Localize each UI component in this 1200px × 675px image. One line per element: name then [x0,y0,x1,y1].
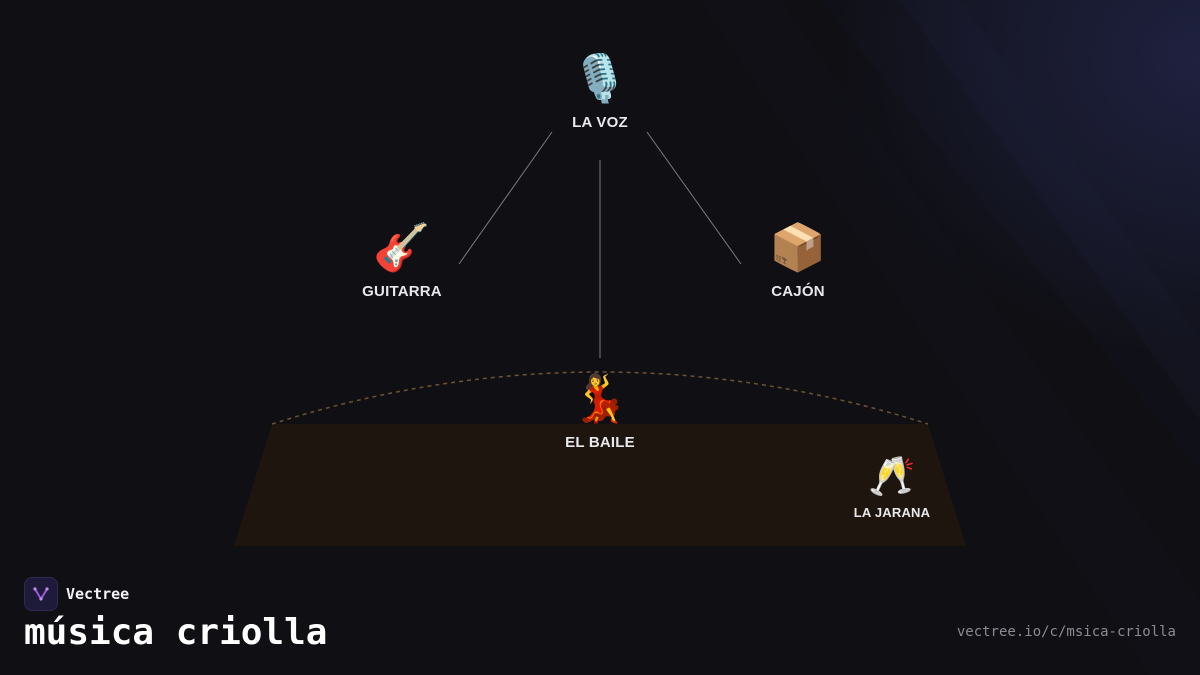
node-el-baile[interactable]: 💃 EL BAILE [565,370,635,451]
stage-arc [271,371,929,425]
node-label-la-jarana: LA JARANA [853,505,931,520]
dancer-icon: 💃 [571,371,629,425]
brand[interactable]: Vectree [24,577,129,611]
brand-name: Vectree [66,585,130,603]
vectree-logo-icon [24,577,58,611]
node-la-voz[interactable]: 🎙️ LA VOZ [571,50,628,131]
page-url[interactable]: vectree.io/c/msica-criolla [956,624,1176,640]
node-guitarra[interactable]: 🎸 GUITARRA [362,219,442,300]
guitar-icon: 🎸 [373,220,431,274]
node-label-guitarra: GUITARRA [362,283,442,300]
microphone-icon: 🎙️ [571,51,629,105]
page-title: música criolla [24,612,328,653]
node-label-la-voz: LA VOZ [572,114,628,131]
node-la-jarana[interactable]: 🥂 LA JARANA [854,453,930,520]
edge-voz-cajon [646,131,742,265]
edge-voz-guitarra [458,131,553,265]
node-cajon[interactable]: 📦 CAJÓN [769,219,826,300]
champagne-glasses-icon: 🥂 [868,454,916,498]
box-icon: 📦 [769,220,827,274]
node-label-cajon: CAJÓN [771,283,825,300]
node-label-el-baile: EL BAILE [565,434,635,451]
stage-floor [234,424,966,546]
